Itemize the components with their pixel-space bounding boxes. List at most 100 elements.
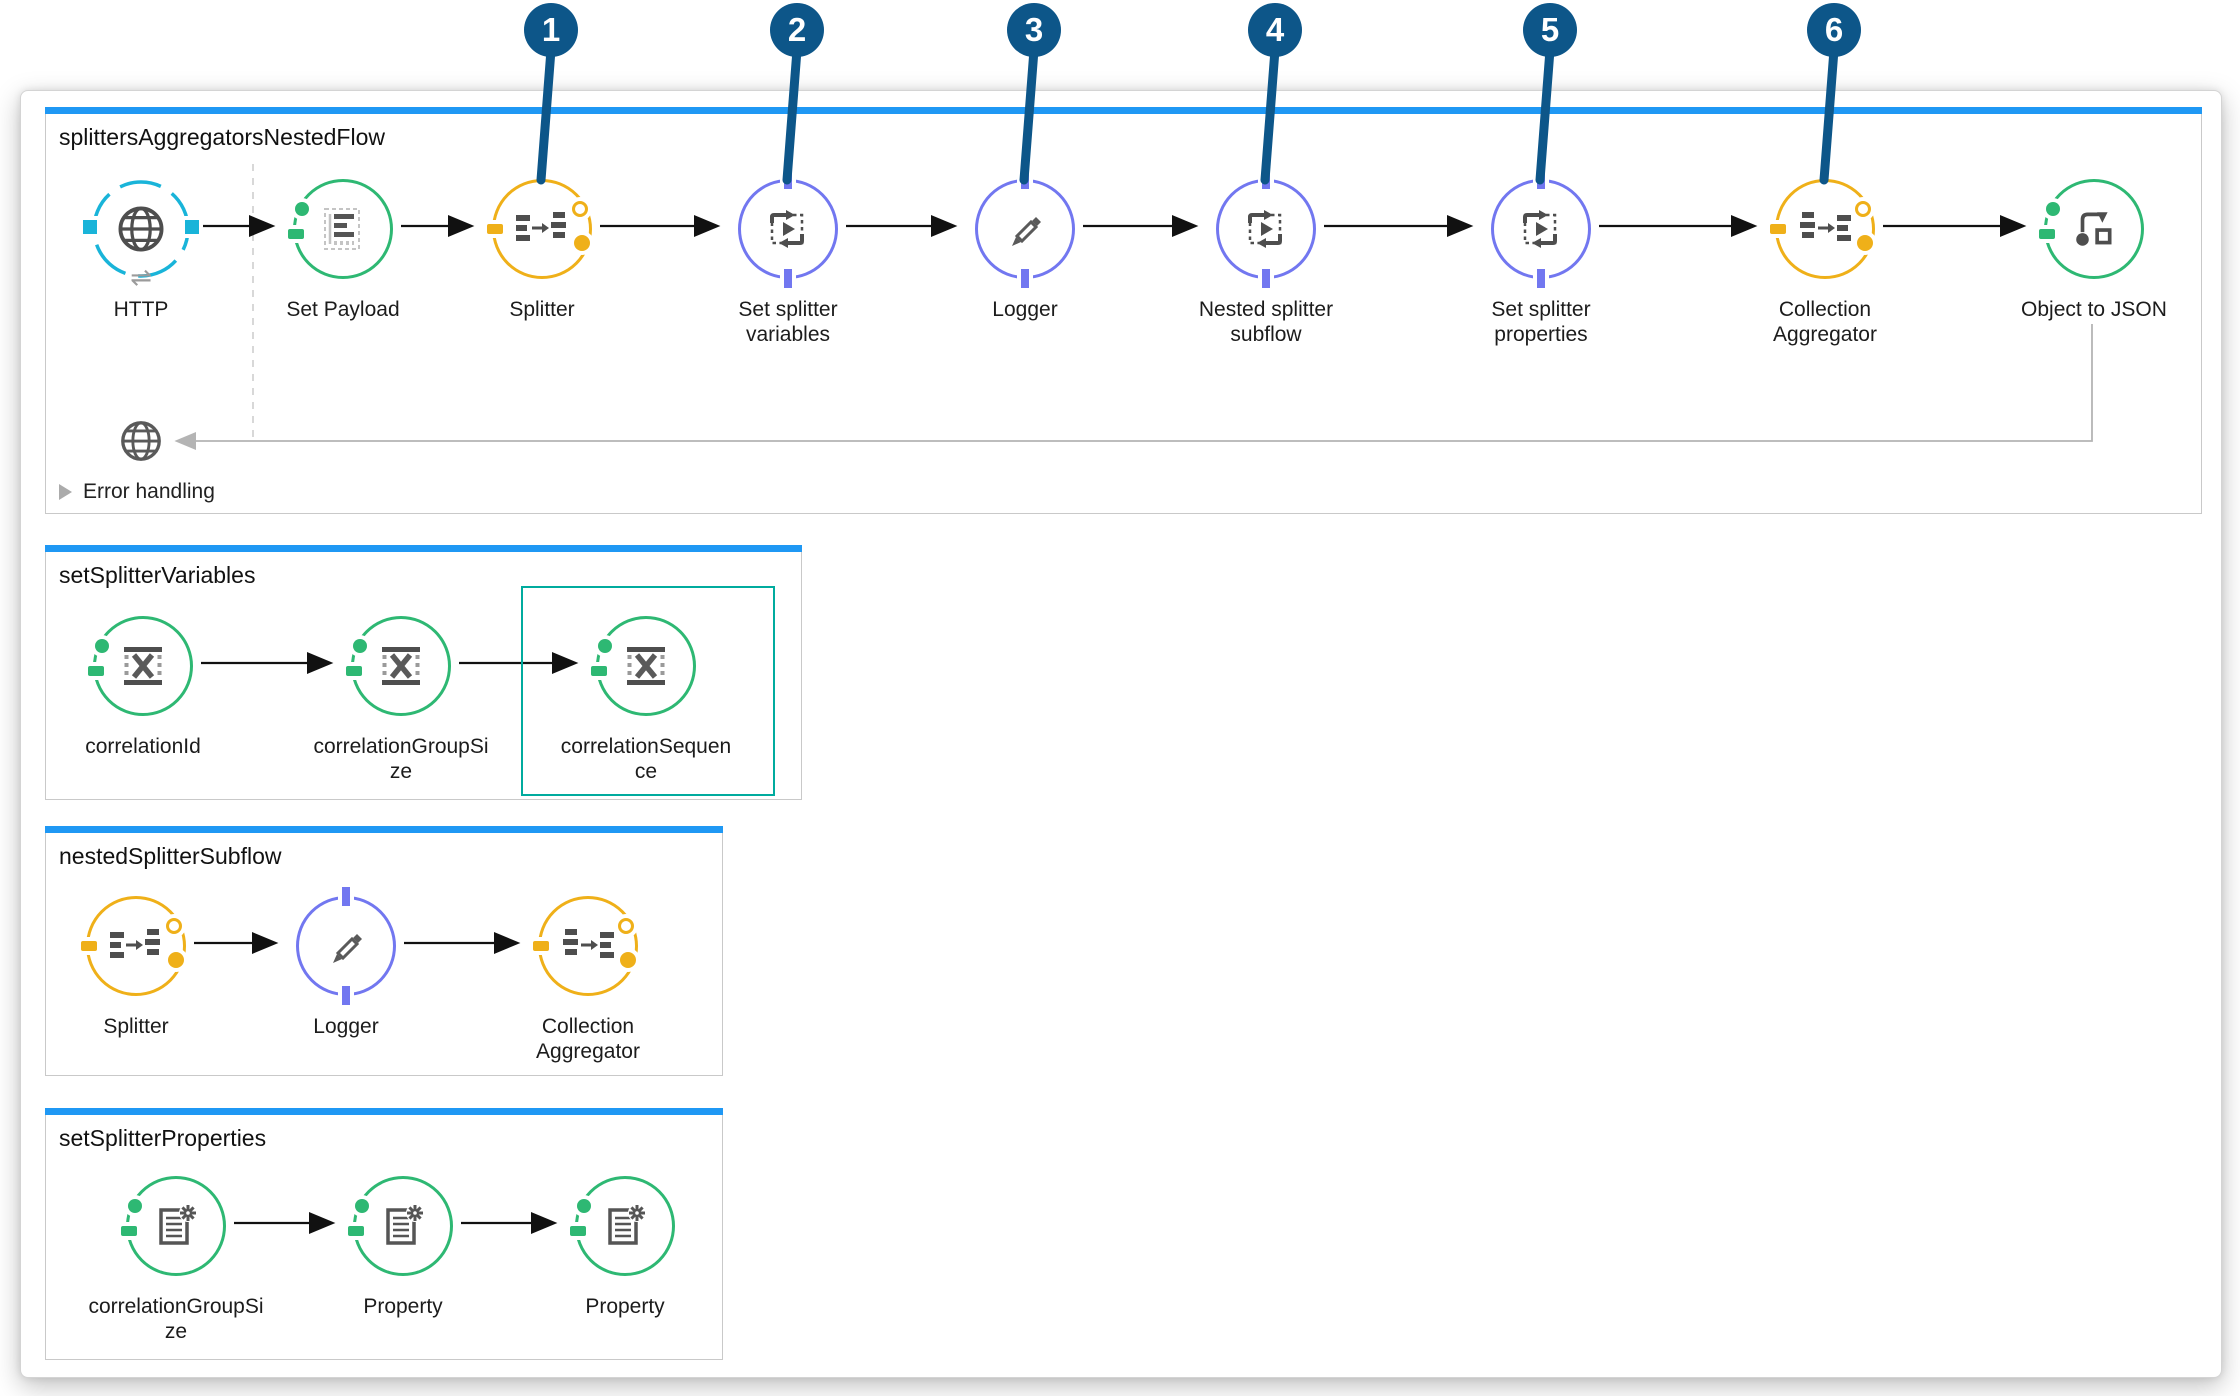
node-splitter[interactable]: Splitter	[36, 896, 236, 1039]
property-icon	[159, 1204, 197, 1245]
top-tick-anchor	[1021, 170, 1029, 189]
flow-splittersAggregatorsNestedFlow: splittersAggregatorsNestedFlow	[45, 107, 2202, 514]
callout-pin-2: 2	[770, 3, 824, 57]
node-label: Logger	[992, 298, 1058, 321]
node-set-splitter-properties[interactable]: Set splitter properties	[1441, 170, 1641, 347]
property-icon	[386, 1204, 424, 1245]
collection-aggregator-icon	[563, 929, 614, 958]
node-label: Collection Aggregator	[1773, 298, 1877, 346]
flow-reference-icon	[770, 210, 804, 248]
flow-reference-icon	[1523, 210, 1557, 248]
flow-ref-circle	[738, 170, 838, 288]
node-label: correlationId	[85, 735, 201, 758]
input-dot-anchor	[2046, 202, 2060, 216]
node-label: Property	[585, 1295, 665, 1318]
node-collection-aggregator[interactable]: Collection Aggregator	[488, 896, 688, 1064]
flow-title: setSplitterProperties	[59, 1125, 267, 1151]
node-label: Object to JSON	[2021, 298, 2167, 321]
input-square-anchor	[533, 941, 549, 951]
node-label: correlationSequen ce	[560, 735, 732, 783]
node-property-1[interactable]: Property	[303, 1176, 503, 1319]
top-tick-anchor	[342, 887, 350, 906]
output-hollow-dot-anchor	[1855, 201, 1871, 217]
aggregator-circle	[533, 896, 638, 996]
node-label: correlationGroupSi ze	[88, 1295, 264, 1343]
top-tick-anchor	[1537, 170, 1545, 189]
node-object-to-json[interactable]: Object to JSON	[1994, 179, 2194, 322]
input-square-anchor	[487, 224, 503, 234]
exchange-icon: ⇌	[130, 262, 152, 292]
input-dot-anchor	[128, 1199, 142, 1213]
node-label: Property	[363, 1295, 443, 1318]
input-dot-anchor	[95, 639, 109, 653]
node-collection-aggregator[interactable]: Collection Aggregator	[1725, 179, 1925, 347]
set-payload-circle	[288, 179, 393, 279]
node-label: HTTP	[113, 298, 169, 321]
splitter-icon	[516, 212, 566, 241]
node-logger[interactable]: Logger	[925, 170, 1125, 322]
flow-title: splittersAggregatorsNestedFlow	[59, 124, 385, 150]
flow-accent-bar	[45, 107, 2202, 114]
node-set-splitter-variables[interactable]: Set splitter variables	[688, 170, 888, 347]
variable-circle	[88, 616, 193, 716]
output-dot-anchor	[574, 235, 590, 251]
node-correlation-id[interactable]: correlationId	[43, 616, 243, 759]
property-circle	[121, 1176, 226, 1276]
bottom-tick-anchor	[1537, 269, 1545, 288]
output-dot-anchor	[1857, 235, 1873, 251]
collapse-triangle-icon	[59, 484, 72, 500]
input-dot-anchor	[353, 639, 367, 653]
flow-accent-bar	[45, 826, 723, 833]
bottom-tick-anchor	[784, 269, 792, 288]
input-square-anchor	[1770, 224, 1786, 234]
node-splitter[interactable]: Splitter	[442, 179, 642, 322]
variable-icon	[627, 647, 665, 685]
flow-setSplitterVariables: setSplitterVariables correlationId	[45, 545, 802, 800]
set-payload-icon	[324, 208, 360, 250]
logger-circle	[296, 887, 396, 1005]
input-square-anchor	[81, 941, 97, 951]
flow-title: nestedSplitterSubflow	[59, 843, 282, 869]
error-handling-toggle[interactable]: Error handling	[59, 480, 215, 504]
input-square-anchor	[570, 1226, 586, 1236]
variable-circle	[346, 616, 451, 716]
node-label: Collection Aggregator	[536, 1015, 640, 1063]
property-circle	[348, 1176, 453, 1276]
top-tick-anchor	[1262, 170, 1270, 189]
node-property-2[interactable]: Property	[525, 1176, 725, 1319]
splitter-icon	[110, 929, 160, 958]
error-handling-label: Error handling	[83, 480, 215, 503]
input-square-anchor	[288, 229, 304, 239]
output-hollow-dot-anchor	[166, 918, 182, 934]
node-correlation-group-size[interactable]: correlationGroupSi ze	[76, 1176, 276, 1344]
flow-title: setSplitterVariables	[59, 562, 256, 588]
node-set-payload[interactable]: Set Payload	[243, 179, 443, 322]
input-dot-anchor	[598, 639, 612, 653]
http-circle: ⇌	[83, 179, 199, 292]
node-nested-splitter-subflow[interactable]: Nested splitter subflow	[1166, 170, 1366, 347]
node-logger[interactable]: Logger	[246, 887, 446, 1039]
bottom-tick-anchor	[342, 986, 350, 1005]
node-label: Logger	[313, 1015, 379, 1038]
node-label: Set splitter variables	[738, 298, 838, 346]
variable-icon	[124, 647, 162, 685]
node-correlation-group-size[interactable]: correlationGroupSi ze	[301, 616, 501, 784]
property-circle	[570, 1176, 675, 1276]
output-dot-anchor	[168, 952, 184, 968]
callout-number: 2	[787, 11, 807, 48]
node-http[interactable]: ⇌ HTTP	[41, 179, 241, 322]
globe-icon	[121, 421, 161, 461]
callout-number: 3	[1024, 11, 1044, 48]
input-square-anchor	[121, 1226, 137, 1236]
input-dot-anchor	[295, 202, 309, 216]
callout-number: 6	[1824, 11, 1844, 48]
object-to-json-icon	[2076, 212, 2112, 246]
output-hollow-dot-anchor	[618, 918, 634, 934]
node-correlation-sequence[interactable]: correlationSequen ce	[546, 616, 746, 784]
pencil-icon	[1012, 217, 1041, 246]
callout-number: 4	[1265, 11, 1285, 48]
flow-nestedSplitterSubflow: nestedSplitterSubflow	[45, 826, 723, 1076]
collection-aggregator-icon	[1800, 212, 1851, 241]
input-square-anchor	[346, 666, 362, 676]
